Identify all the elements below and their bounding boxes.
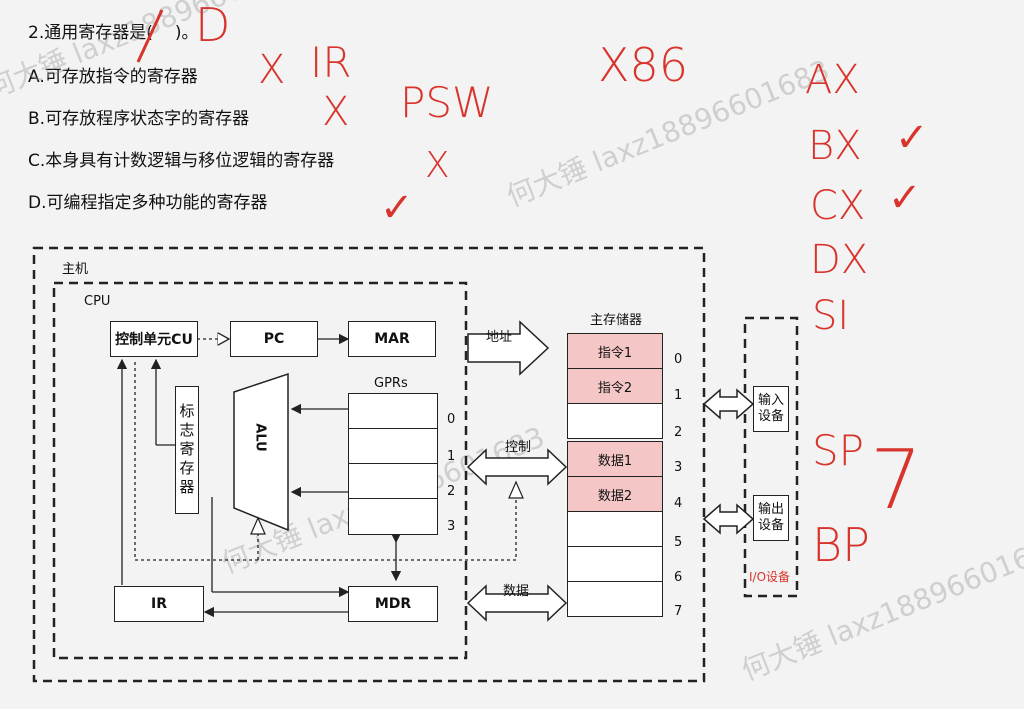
memory-address: 6 [674,570,683,585]
gpr-2 [348,463,438,500]
pc-box: PC [230,321,318,357]
memory-address: 1 [674,388,683,403]
memory-cell: 指令2 [567,368,663,404]
host-frame [32,246,706,683]
gpr-3 [348,498,438,535]
memory-address: 3 [674,460,683,475]
stem-prefix: 2.通用寄存器是( [28,23,153,43]
memory-cell: 数据2 [567,476,663,512]
handwritten-reg-bx: BX [808,123,862,169]
ir-box: IR [114,586,204,622]
handwritten-answer: D [195,0,231,52]
gpr-index: 3 [447,519,456,534]
handwritten-check-cx: ✓ [888,175,922,221]
handwritten-reg-sp: SP [812,426,864,475]
memory-address: 0 [674,352,683,367]
cpu-frame [52,281,468,660]
handwritten-cross-c: X [425,145,450,186]
handwritten-seven: 7 [870,433,923,528]
memory-cell [567,581,663,617]
handwritten-cross-b: X [322,89,350,135]
memory-cell [567,511,663,547]
option-c: C.本身具有计数逻辑与移位逻辑的寄存器 [28,151,335,171]
gpr-0 [348,393,438,430]
handwritten-reg-dx: DX [810,237,869,283]
gpr-index: 0 [447,412,456,427]
flags-register-box: 标志寄存器 [175,386,199,514]
alu-label: ALU [252,423,268,452]
stem-suffix: )。 [174,23,199,43]
handwritten-slash [136,9,164,63]
gpr-index: 1 [447,449,456,464]
control-unit-box: 控制单元CU [110,321,198,357]
mar-box: MAR [348,321,436,357]
memory-cell: 数据1 [567,441,663,477]
mdr-box: MDR [348,586,438,622]
handwritten-psw: PSW [400,78,494,127]
handwritten-reg-bp: BP [812,518,870,572]
handwritten-ir: IR [310,38,352,87]
io-frame [743,316,799,598]
handwritten-check-d: ✓ [380,185,414,231]
handwritten-check-bx: ✓ [895,115,929,161]
memory-address: 2 [674,425,683,440]
cpu-label: CPU [84,294,111,309]
option-d: D.可编程指定多种功能的寄存器 [28,193,268,213]
memory-address: 5 [674,535,683,550]
handwritten-reg-si: SI [812,293,850,339]
host-label: 主机 [62,262,89,277]
option-a: A.可存放指令的寄存器 [28,67,198,87]
question-stem: 2.通用寄存器是( )。 [28,18,199,43]
handwritten-reg-ax: AX [805,57,860,103]
memory-title: 主存储器 [590,313,643,328]
input-device-box: 输入设备 [753,386,789,432]
control-bus-label: 控制 [505,440,532,455]
memory-cell: 指令1 [567,333,663,369]
handwritten-reg-cx: CX [810,183,866,229]
gpr-1 [348,428,438,465]
handwritten-x86: X86 [598,38,689,92]
memory-cell [567,546,663,582]
memory-address: 7 [674,604,683,619]
option-b: B.可存放程序状态字的寄存器 [28,109,250,129]
gpr-index: 2 [447,484,456,499]
alu-shape [233,372,289,532]
data-bus-label: 数据 [503,584,530,599]
address-bus-label: 地址 [486,330,513,345]
memory-cell [567,403,663,439]
handwritten-cross-a: X [258,47,286,93]
io-device-label: I/O设备 [749,570,791,584]
memory-address: 4 [674,496,683,511]
gprs-label: GPRs [374,376,408,391]
output-device-box: 输出设备 [753,495,789,541]
